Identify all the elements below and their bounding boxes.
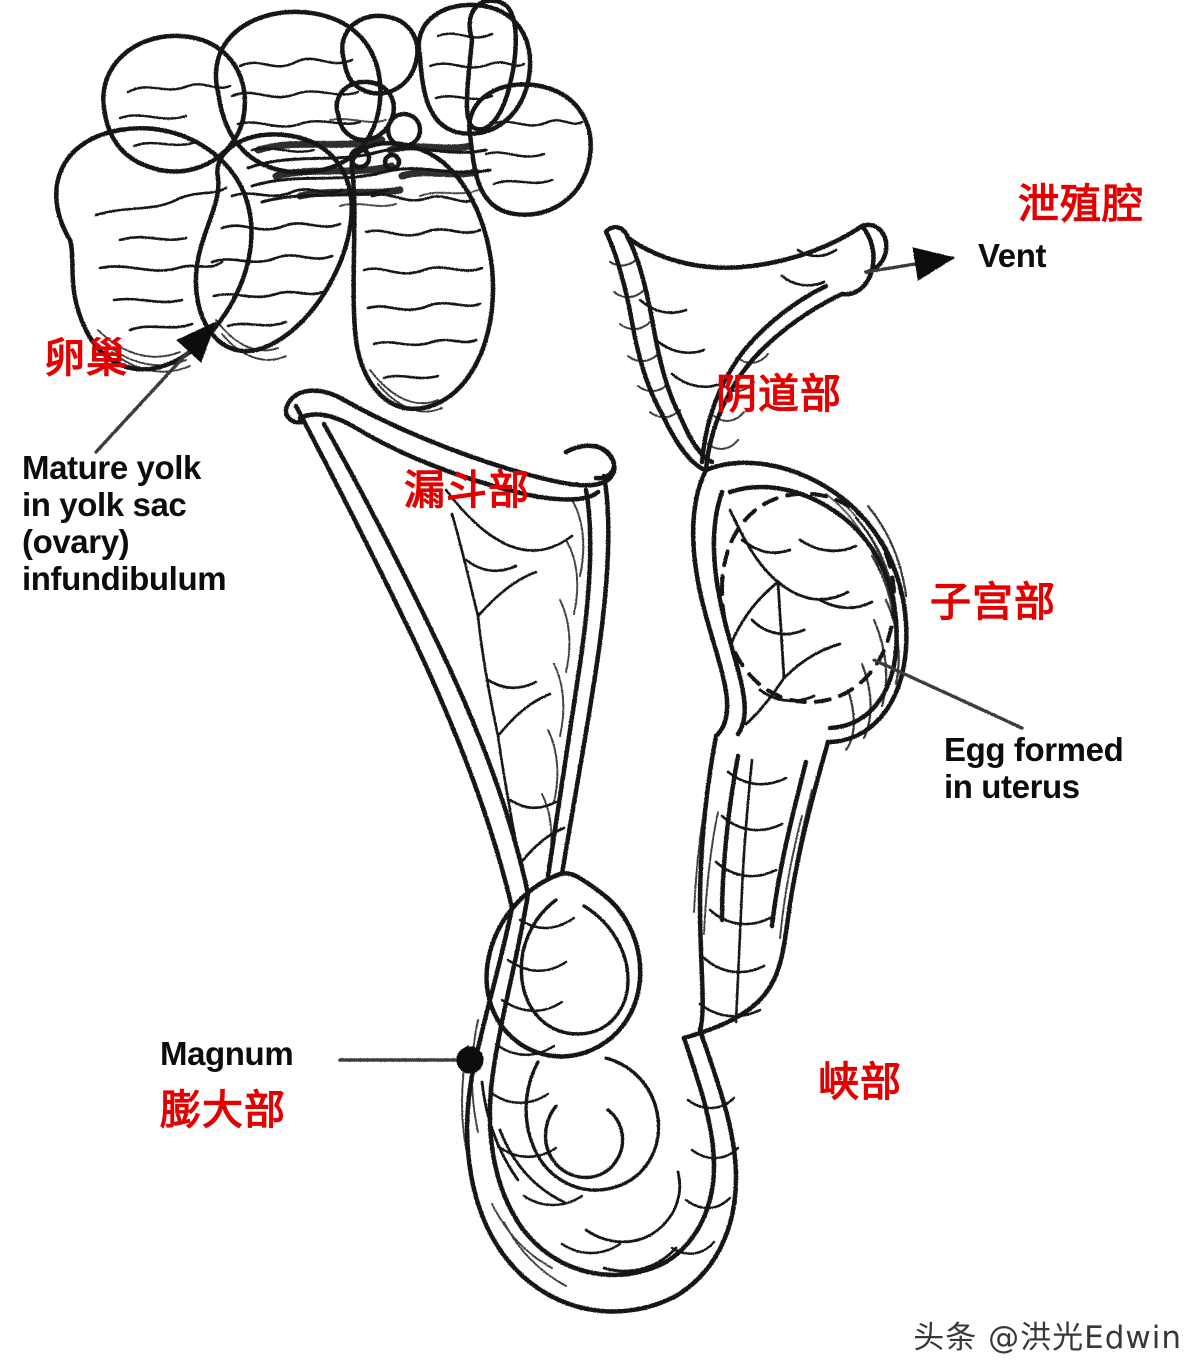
label-infundibulum-cn: 漏斗部 (404, 466, 530, 514)
label-vagina-cn: 阴道部 (716, 370, 842, 418)
watermark: 头条 @洪光Edwin (913, 1320, 1182, 1356)
label-vent-cn: 泄殖腔 (1018, 180, 1144, 228)
label-magnum-en: Magnum (160, 1035, 294, 1072)
label-isthmus-cn: 峡部 (818, 1058, 902, 1106)
label-magnum-cn: 膨大部 (160, 1086, 286, 1134)
label-ovary-cn: 卵巢 (44, 334, 128, 382)
label-vent-en: Vent (978, 237, 1047, 274)
label-egg-formed-en: Egg formed in uterus (944, 731, 1124, 805)
label-uterus-cn: 子宫部 (930, 578, 1056, 626)
label-mature-yolk-en: Mature yolk in yolk sac (ovary) infundib… (22, 449, 227, 597)
